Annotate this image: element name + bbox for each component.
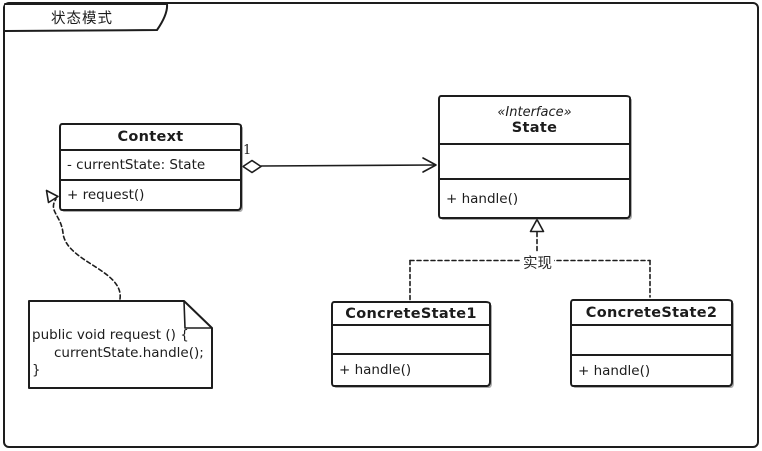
class-method: + handle(): [339, 362, 412, 378]
note-arrowhead-icon: [45, 189, 59, 204]
aggregation-diamond-icon: [242, 159, 262, 174]
class-concretestate2: ConcreteState2 + handle(): [570, 299, 733, 387]
class-concretestate1-title-compartment: ConcreteState1: [333, 303, 489, 326]
note-line: currentState.handle();: [54, 344, 204, 361]
realization-label: 实现: [521, 252, 554, 273]
class-stereotype: «Interface»: [497, 104, 572, 120]
class-context-title-compartment: Context: [61, 125, 240, 151]
diagram-frame-border: [3, 2, 759, 448]
aggregation-connector: [242, 157, 437, 174]
class-name: ConcreteState2: [585, 304, 718, 321]
class-name: ConcreteState1: [345, 305, 477, 322]
class-context-attributes: - currentState: State: [61, 151, 240, 181]
class-concretestate1-attributes: [333, 326, 489, 355]
class-method: + handle(): [578, 362, 651, 379]
class-state-attributes: [440, 145, 629, 180]
note-line: }: [32, 362, 41, 378]
frame-title-tab-shape: [4, 3, 169, 32]
frame-title: 状态模式: [51, 11, 113, 27]
class-method: + handle(): [446, 190, 519, 207]
class-concretestate2-attributes: [572, 326, 731, 356]
class-name: Context: [117, 129, 184, 145]
class-state: «Interface» State + handle(): [438, 95, 631, 219]
class-context: Context - currentState: State + request(…: [59, 123, 242, 211]
aggregation-multiplicity-label: 1: [243, 143, 252, 158]
open-arrowhead-icon: [422, 157, 437, 173]
note-line: public void request () {: [32, 327, 189, 343]
note-connector: [45, 189, 121, 300]
class-context-methods: + request(): [61, 181, 240, 209]
note-shape: [28, 300, 213, 389]
class-method: + request(): [67, 187, 145, 203]
class-concretestate1-methods: + handle(): [333, 355, 489, 385]
class-state-title-compartment: «Interface» State: [440, 97, 629, 145]
code-note: public void request () { currentState.ha…: [32, 327, 212, 380]
note-fold-icon: [183, 300, 213, 329]
class-concretestate2-methods: + handle(): [572, 356, 731, 385]
class-concretestate2-title-compartment: ConcreteState2: [572, 301, 731, 326]
class-name: State: [511, 119, 558, 136]
class-attribute: - currentState: State: [67, 157, 206, 173]
class-state-methods: + handle(): [440, 180, 629, 217]
realization-triangle-icon: [529, 218, 545, 233]
class-concretestate1: ConcreteState1 + handle(): [331, 301, 491, 387]
